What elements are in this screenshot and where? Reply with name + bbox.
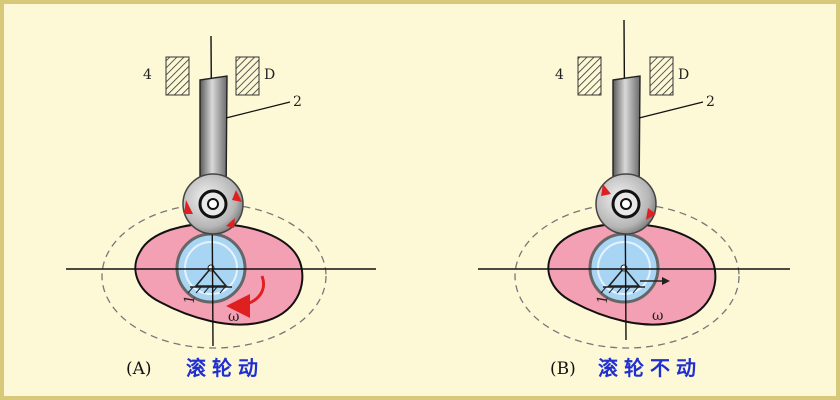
label-d-a: D bbox=[264, 67, 275, 83]
roller-b bbox=[595, 173, 657, 235]
pivot-b bbox=[600, 264, 645, 294]
guide-right-a bbox=[235, 56, 260, 96]
label-d-b: D bbox=[678, 67, 689, 83]
guide-right-b bbox=[649, 56, 674, 96]
title-b: 滚轮不动 bbox=[598, 356, 702, 380]
label-4-b: 4 bbox=[555, 67, 564, 83]
guide-left-a bbox=[165, 56, 190, 96]
label-2-b: 2 bbox=[706, 94, 715, 110]
rotation-arrow-a bbox=[226, 275, 265, 318]
rotation-label-1-a: 1 bbox=[181, 294, 198, 306]
label-4-a: 4 bbox=[143, 67, 152, 83]
panel-a: 1 ω 4 D 2 (A) 滚轮动 bbox=[66, 35, 376, 380]
panel-b: 1 ω 4 D 2 (B) 滚轮不动 bbox=[478, 19, 790, 380]
rotation-label-omega-a: ω bbox=[228, 309, 239, 325]
rotation-label-1-b: 1 bbox=[594, 294, 611, 306]
caption-a: (A) bbox=[126, 359, 152, 379]
title-a: 滚轮动 bbox=[186, 356, 264, 380]
caption-b: (B) bbox=[550, 359, 576, 379]
guide-left-b bbox=[577, 56, 602, 96]
rotation-label-omega-b: ω bbox=[652, 308, 663, 324]
roller-a bbox=[182, 173, 244, 235]
label-2-a: 2 bbox=[293, 94, 302, 110]
pivot-a bbox=[187, 264, 232, 294]
